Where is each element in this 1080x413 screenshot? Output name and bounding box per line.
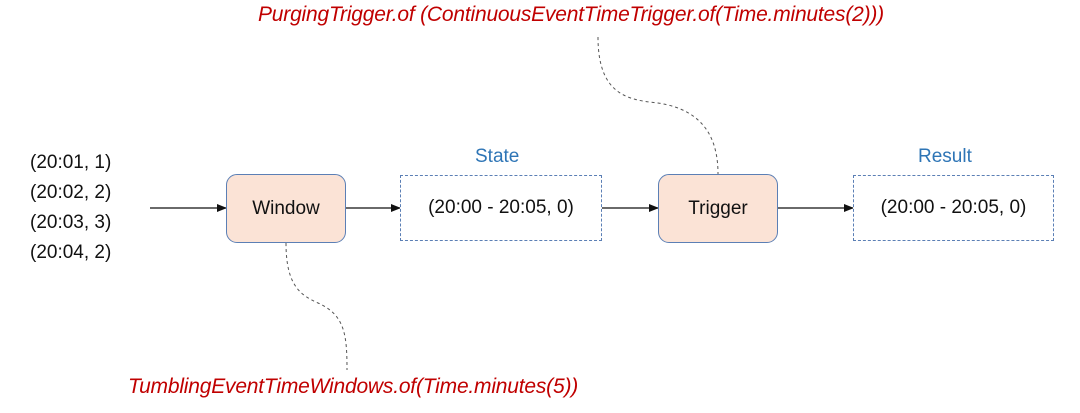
input-event: (20:03, 3) [30, 212, 112, 233]
state-node: (20:00 - 20:05, 0) [400, 175, 602, 241]
window-annotation-connector [285, 242, 348, 371]
trigger-annotation-connector [597, 36, 719, 175]
result-value: (20:00 - 20:05, 0) [880, 197, 1027, 218]
trigger-annotation: PurgingTrigger.of (ContinuousEventTimeTr… [258, 3, 884, 26]
window-annotation: TumblingEventTimeWindows.of(Time.minutes… [128, 375, 579, 398]
state-value: (20:00 - 20:05, 0) [428, 197, 574, 218]
trigger-node-label: Trigger [688, 197, 748, 219]
result-label: Result [918, 146, 972, 167]
trigger-node: Trigger [658, 174, 778, 243]
result-node: (20:00 - 20:05, 0) [853, 175, 1054, 241]
window-node-label: Window [252, 197, 320, 219]
window-node: Window [226, 174, 346, 243]
input-event: (20:02, 2) [30, 182, 112, 203]
input-event: (20:04, 2) [30, 242, 112, 263]
input-event: (20:01, 1) [30, 152, 112, 173]
state-label: State [475, 146, 520, 167]
